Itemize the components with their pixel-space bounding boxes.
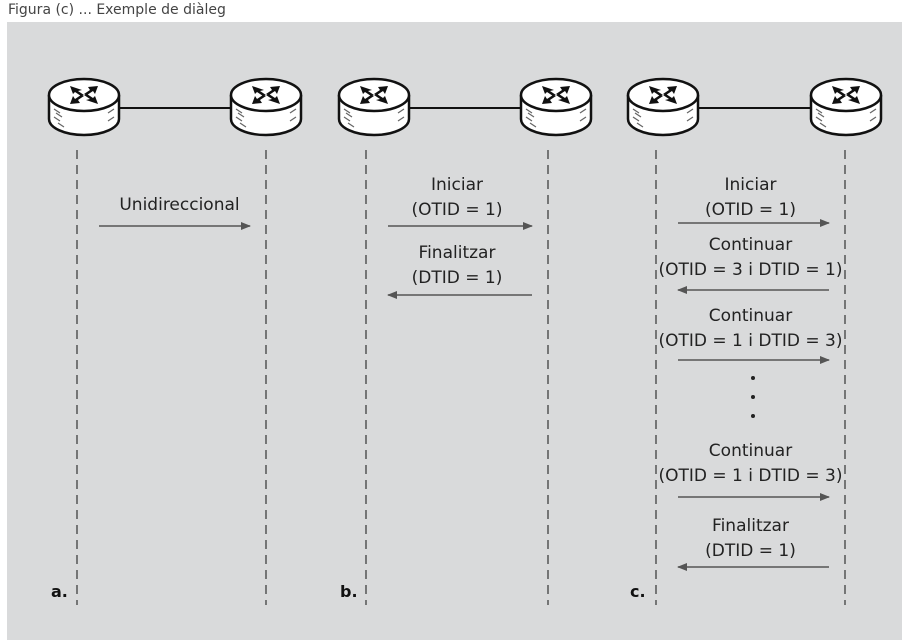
panel-3: Iniciar (OTID = 1) Continuar (OTID = 3 i DT… <box>626 77 883 605</box>
diagram-background <box>7 22 902 640</box>
message-3: Continuar (OTID = 1 i DTID = 3) <box>659 306 843 364</box>
message-params: (OTID = 1 i DTID = 3) <box>659 331 843 351</box>
router-icon <box>626 77 700 137</box>
message-params: (OTID = 1) <box>411 200 502 220</box>
message-name: Continuar <box>709 306 792 326</box>
message-name: Finalitzar <box>419 243 496 263</box>
message-1: Iniciar (OTID = 1) <box>388 175 533 230</box>
message-1: Iniciar (OTID = 1) <box>678 175 830 227</box>
message-4: Continuar (OTID = 1 i DTID = 3) <box>659 441 843 501</box>
message-name: Unidireccional <box>119 195 239 215</box>
panel-1: Unidireccional a. <box>47 77 303 605</box>
message-name: Finalitzar <box>712 516 789 536</box>
message-params: (OTID = 1 i DTID = 3) <box>659 466 843 486</box>
message-1: Unidireccional <box>99 195 251 230</box>
router-icon <box>47 77 121 137</box>
message-5: Finalitzar (DTID = 1) <box>677 516 829 571</box>
message-name: Continuar <box>709 235 792 255</box>
header-text: Figura (c) ... Exemple de diàleg <box>8 2 226 18</box>
panel-label: c. <box>630 582 646 601</box>
router-icon <box>809 77 883 137</box>
message-2: Continuar (OTID = 3 i DTID = 1) <box>659 235 843 294</box>
message-params: (DTID = 1) <box>705 541 796 561</box>
message-name: Continuar <box>709 441 792 461</box>
panel-label: b. <box>340 582 358 601</box>
panel-label: a. <box>51 582 68 601</box>
message-2: Finalitzar (DTID = 1) <box>387 243 532 299</box>
ellipsis-dots <box>751 376 755 418</box>
router-icon <box>519 77 593 137</box>
message-name: Iniciar <box>431 175 483 195</box>
message-name: Iniciar <box>725 175 777 195</box>
message-params: (OTID = 3 i DTID = 1) <box>659 260 843 280</box>
panel-2: Iniciar (OTID = 1) Finalitzar (DTID = 1) b. <box>337 77 593 605</box>
router-icon <box>337 77 411 137</box>
message-params: (OTID = 1) <box>705 200 796 220</box>
message-params: (DTID = 1) <box>412 268 503 288</box>
router-icon <box>229 77 303 137</box>
